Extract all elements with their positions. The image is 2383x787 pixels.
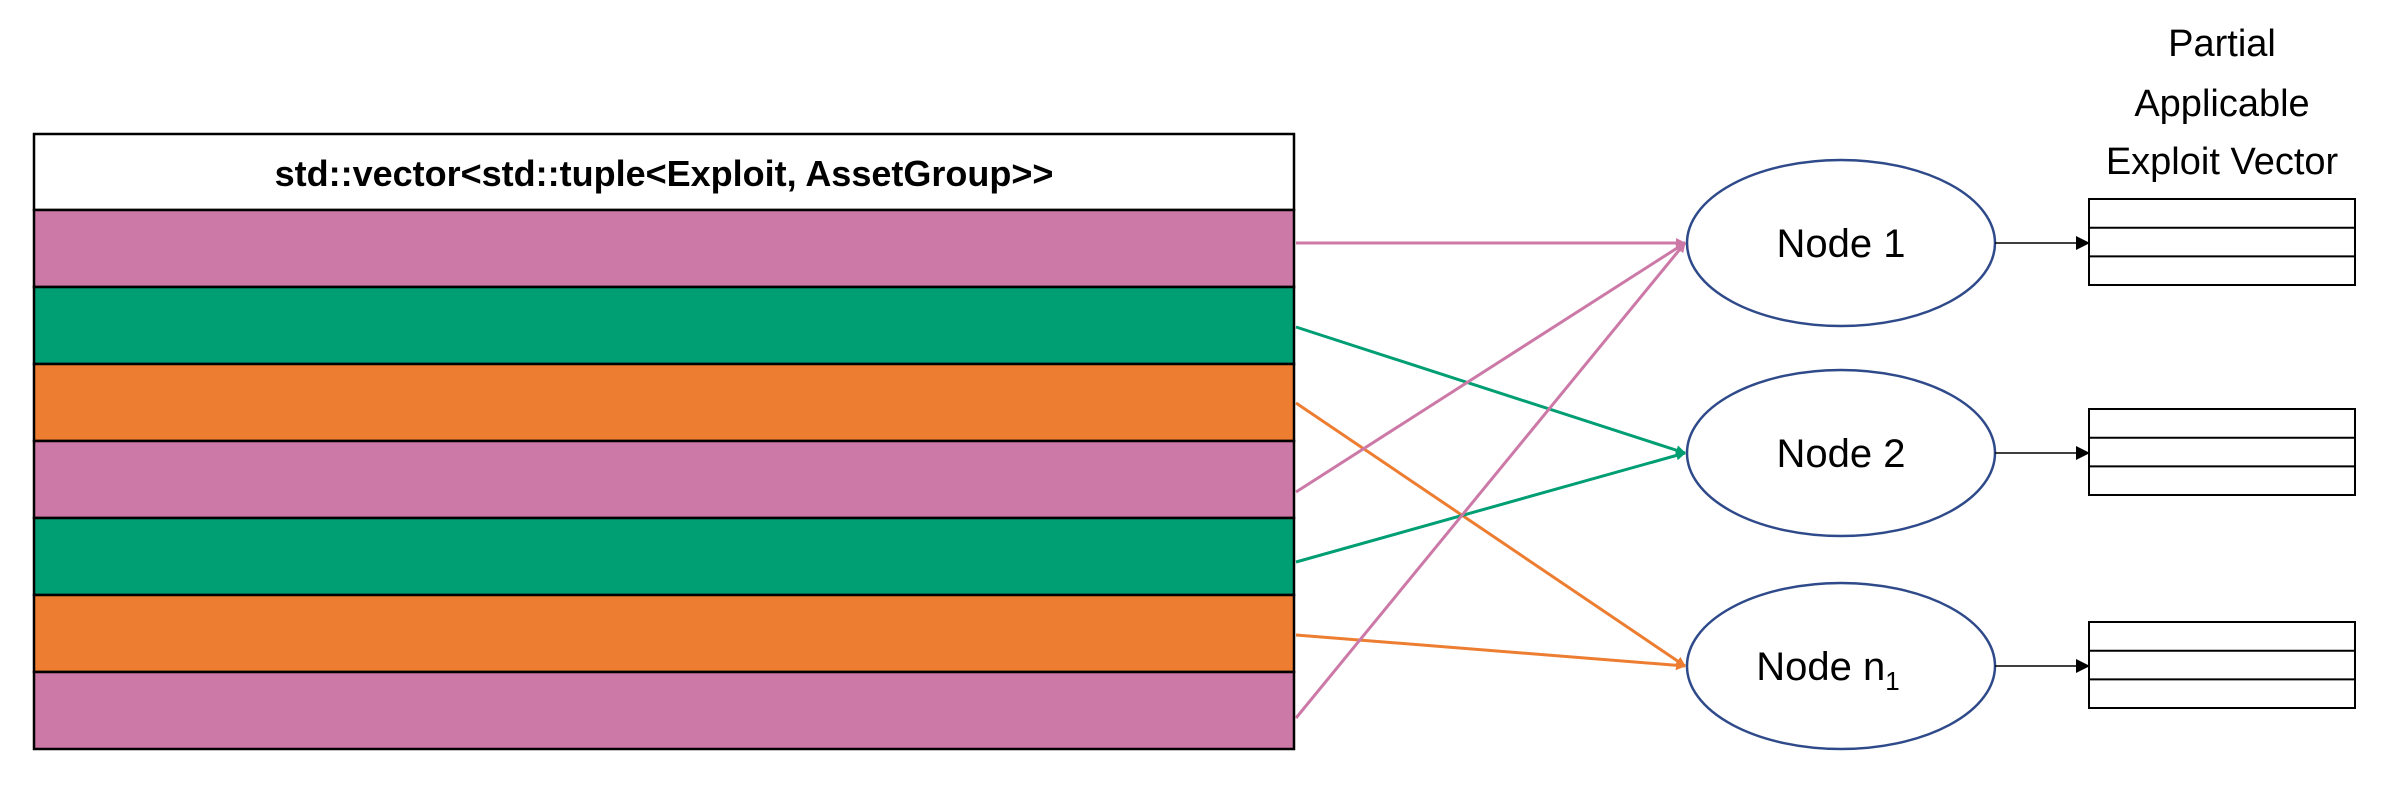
partial-applicable-caption: Partial Applicable Exploit Vector: [2106, 23, 2339, 183]
nodes: Node 1 Node 2 Node n1: [1685, 158, 1997, 751]
vector-row-1: [32, 208, 1296, 289]
node-n1-label-subscript: 1: [1885, 666, 1899, 696]
edge-row-5-to-node-2: [1295, 450, 1686, 564]
exploit-vector-table: std::vector<std::tuple<Exploit, AssetGro…: [32, 132, 1296, 751]
node-outputs: [1995, 198, 2356, 709]
node-2-partial-vector: [2088, 408, 2356, 496]
vector-row-6: [32, 593, 1296, 674]
vector-row-2: [32, 285, 1296, 366]
node-3-partial-vector: [2088, 621, 2356, 709]
vector-header-cell: [32, 132, 1296, 212]
node-2-label: Node 2: [1777, 432, 1906, 476]
caption-line-3: Exploit Vector: [2106, 141, 2339, 183]
node-n1: Node n1: [1685, 581, 1997, 751]
edge-row-2-to-node-2: [1295, 325, 1686, 455]
edges: [1294, 238, 1687, 719]
node-n1-label-main: Node n: [1756, 645, 1885, 689]
vector-rows: [32, 208, 1296, 751]
caption-line-2: Applicable: [2134, 83, 2309, 125]
vector-row-5: [32, 516, 1296, 597]
caption-line-1: Partial: [2168, 23, 2276, 65]
node-2: Node 2: [1685, 368, 1997, 538]
node-1-partial-vector: [2088, 198, 2356, 286]
vector-header-label: std::vector<std::tuple<Exploit, AssetGro…: [275, 153, 1054, 194]
node-1-label: Node 1: [1777, 222, 1906, 266]
edge-row-7-to-node-1: [1294, 242, 1687, 719]
node-1: Node 1: [1685, 158, 1997, 328]
edge-row-3-to-node-3: [1295, 401, 1686, 668]
vector-row-7: [32, 670, 1296, 751]
vector-row-4: [32, 439, 1296, 520]
edge-row-6-to-node-3: [1295, 633, 1686, 671]
node-n1-label: Node n1: [1756, 645, 1899, 696]
edge-row-4-to-node-1: [1295, 241, 1686, 494]
vector-row-3: [32, 362, 1296, 443]
